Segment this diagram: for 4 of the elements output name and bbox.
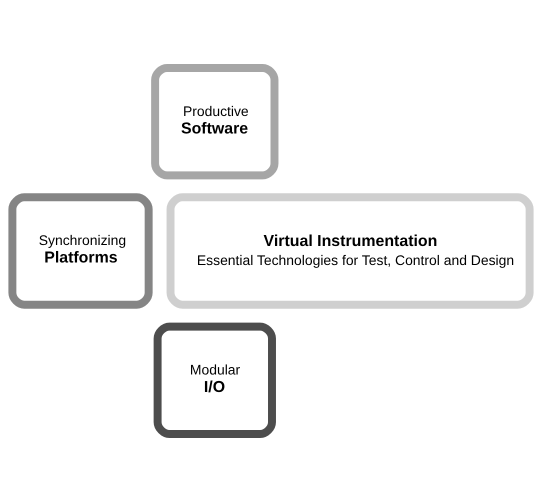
node-box: Modular I/O [154,322,276,438]
node-box: Productive Software [151,64,278,180]
node-box: Virtual Instrumentation Essential Technologies for Test, Control and Design [166,193,534,309]
node-box: Synchronizing Platforms [8,193,153,309]
